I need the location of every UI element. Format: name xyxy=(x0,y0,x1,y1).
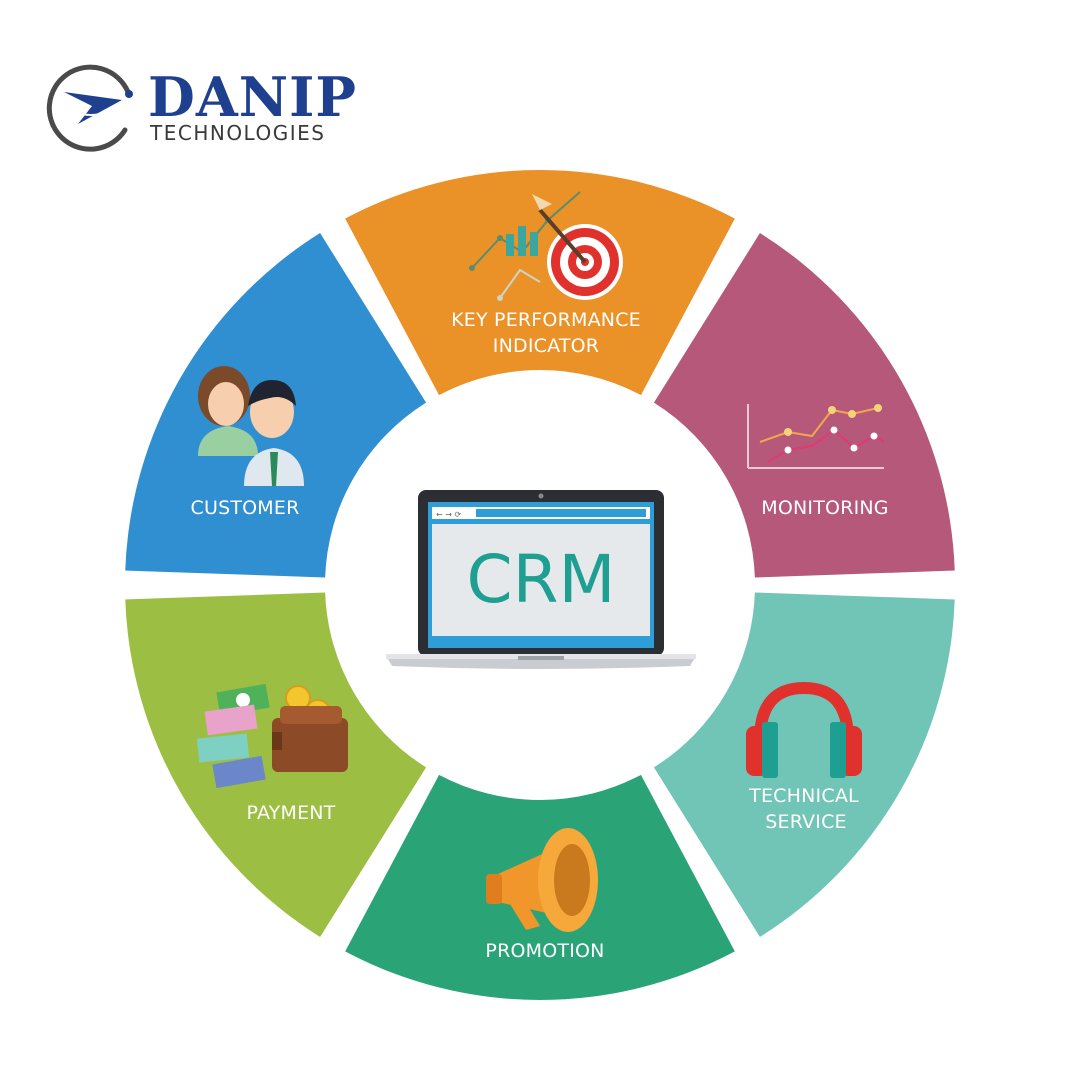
airplane-swoosh-icon xyxy=(46,64,133,152)
brand-logo[interactable]: DANIP TECHNOLOGIES xyxy=(46,64,357,152)
segment-label-kpi-line1: KEY PERFORMANCE xyxy=(451,309,641,331)
segment-technical-service[interactable] xyxy=(653,592,955,937)
segment-label-kpi-line2: INDICATOR xyxy=(493,335,599,357)
people-icon xyxy=(198,366,304,486)
megaphone-icon xyxy=(486,828,598,932)
wallet-money-icon xyxy=(196,683,348,789)
headphones-icon xyxy=(746,681,862,778)
segment-kpi[interactable] xyxy=(345,170,735,396)
segment-label-technical-line2: SERVICE xyxy=(765,811,847,833)
segment-label-customer: CUSTOMER xyxy=(191,497,300,519)
segment-label-technical-line1: TECHNICAL xyxy=(748,785,859,807)
target-chart-icon xyxy=(469,191,623,301)
segment-label-payment: PAYMENT xyxy=(247,802,336,824)
brand-name: DANIP xyxy=(148,65,357,129)
segment-label-monitoring: MONITORING xyxy=(761,497,888,519)
segment-label-promotion: PROMOTION xyxy=(485,940,604,962)
segment-monitoring[interactable] xyxy=(653,233,955,578)
laptop-icon[interactable]: ← → ⟳ CRM xyxy=(386,490,696,669)
brand-subtitle: TECHNOLOGIES xyxy=(149,121,325,145)
svg-text:← → ⟳: ← → ⟳ xyxy=(436,510,461,519)
crm-label: CRM xyxy=(467,541,616,618)
line-chart-icon xyxy=(747,404,885,469)
